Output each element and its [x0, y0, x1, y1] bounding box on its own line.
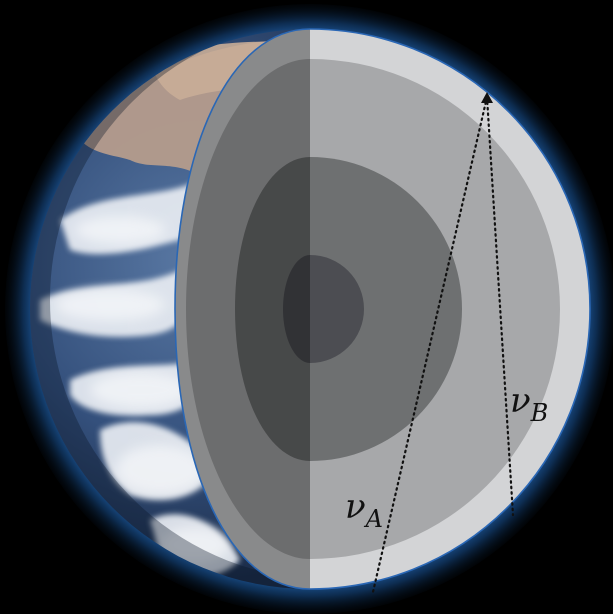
cutaway-rim: [174, 28, 311, 590]
label-nu-a-symbol: ν: [345, 487, 366, 527]
label-nu-b: νB: [510, 381, 548, 427]
detector-arrow-icon: [481, 92, 493, 103]
label-nu-b-symbol: ν: [510, 381, 531, 421]
label-nu-a: νA: [345, 487, 383, 533]
cloud-highlights: [55, 216, 230, 563]
globe-rim: [309, 28, 591, 590]
cutaway-shadow: [175, 29, 310, 589]
label-nu-b-subscript: B: [530, 399, 549, 427]
neutrino-path-b: [485, 95, 515, 517]
inner-core-layer: [283, 255, 364, 363]
label-nu-a-subscript: A: [364, 505, 383, 533]
neutrino-path-a: [371, 95, 489, 594]
